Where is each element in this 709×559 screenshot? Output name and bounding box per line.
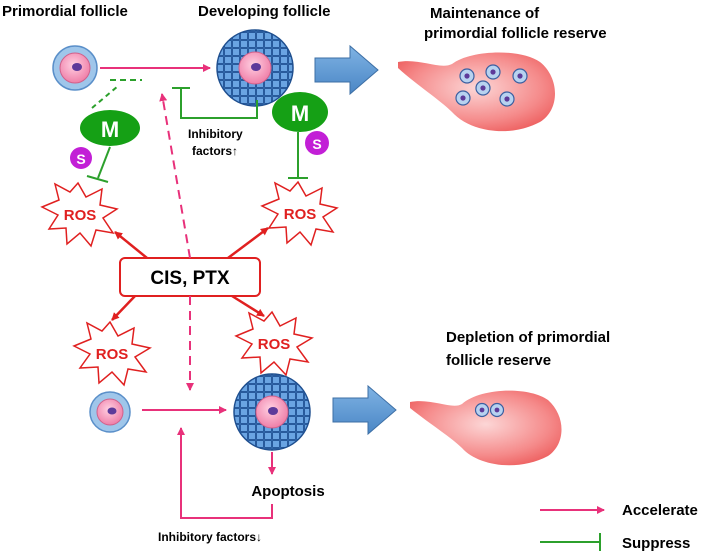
ros-right-label: ROS bbox=[284, 206, 317, 223]
ros-burst-bottom-right bbox=[234, 310, 314, 377]
developing-follicle-bottom bbox=[233, 373, 311, 451]
ovary-top bbox=[398, 52, 555, 132]
inhibitory-bracket-bottom bbox=[177, 427, 273, 519]
ovary-bottom bbox=[410, 390, 562, 466]
arrow-drug-ros-right-bottom bbox=[231, 294, 265, 318]
ros-left-label: ROS bbox=[64, 207, 97, 224]
s-left-label: S bbox=[76, 151, 85, 167]
legend-suppress-label: Suppress bbox=[622, 535, 690, 552]
label-depletion-line2: follicle reserve bbox=[446, 352, 551, 369]
label-inhibitory-up-line2: factors↑ bbox=[192, 144, 238, 158]
drug-label: CIS, PTX bbox=[150, 268, 230, 289]
label-apoptosis: Apoptosis bbox=[251, 483, 324, 500]
block-arrow-bottom bbox=[332, 384, 397, 436]
s-marker-right bbox=[305, 131, 329, 155]
legend: Accelerate Suppress bbox=[540, 502, 698, 552]
label-inhibitory-down: Inhibitory factors↓ bbox=[158, 530, 262, 544]
label-depletion-line1: Depletion of primordial bbox=[446, 329, 610, 346]
label-developing-follicle: Developing follicle bbox=[198, 3, 331, 20]
s-marker-left bbox=[70, 147, 92, 169]
label-inhibitory-up-line1: Inhibitory bbox=[188, 127, 243, 141]
inhibitory-bracket-top bbox=[180, 88, 258, 119]
ros-burst-left bbox=[40, 181, 119, 248]
arrow-drug-ros-left-top bbox=[114, 231, 148, 259]
arrow-drug-ros-left-bottom bbox=[111, 295, 136, 321]
suppress-line-left bbox=[97, 146, 111, 179]
label-maintenance-line2: primordial follicle reserve bbox=[424, 25, 607, 42]
block-arrow-top bbox=[314, 44, 379, 96]
developing-follicle-top bbox=[216, 29, 294, 107]
ros-burst-bottom-left bbox=[72, 320, 152, 387]
mitochondria-left bbox=[80, 110, 140, 146]
suppress-dashed-left bbox=[91, 85, 119, 109]
ros-bottom-right-label: ROS bbox=[258, 336, 291, 353]
primordial-follicle-bottom bbox=[89, 391, 131, 433]
ros-burst-right bbox=[260, 180, 339, 247]
ros-bottom-left-label: ROS bbox=[96, 346, 129, 363]
mito-right-label: M bbox=[291, 101, 309, 126]
label-maintenance-line1: Maintenance of bbox=[430, 5, 540, 22]
dashed-arrow-up bbox=[159, 93, 191, 259]
label-primordial-follicle: Primordial follicle bbox=[2, 3, 128, 20]
legend-accelerate-label: Accelerate bbox=[622, 502, 698, 519]
primordial-follicle-top bbox=[52, 45, 98, 91]
s-right-label: S bbox=[312, 136, 321, 152]
mito-left-label: M bbox=[101, 117, 119, 142]
arrow-drug-ros-right-top bbox=[227, 227, 269, 259]
mitochondria-right bbox=[272, 92, 328, 132]
